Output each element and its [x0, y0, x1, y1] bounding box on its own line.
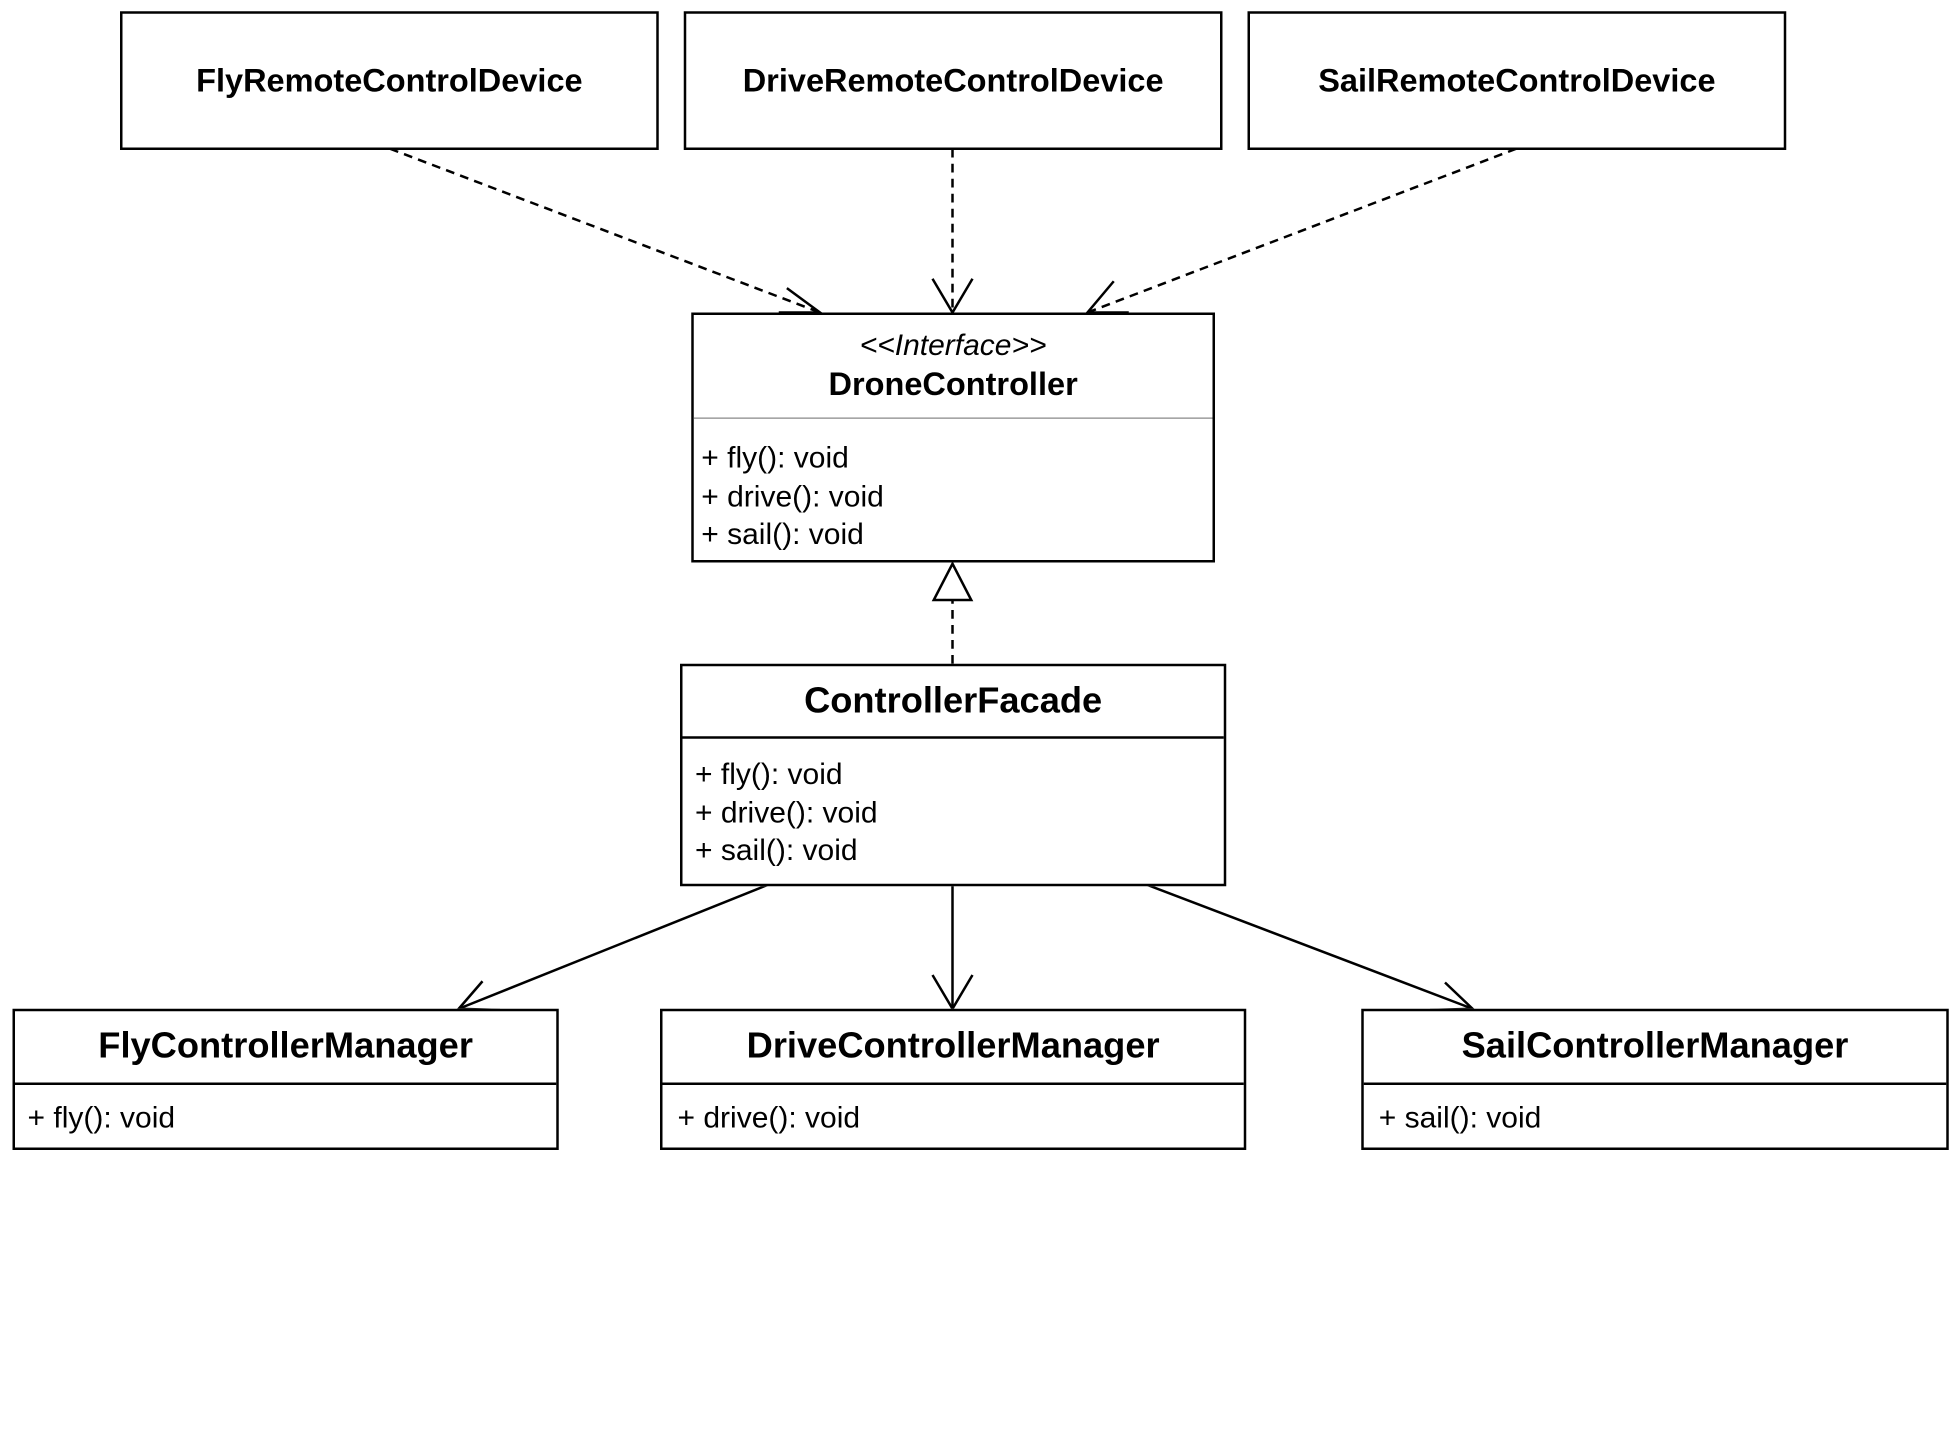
method-list: + fly(): void + drive(): void + sail(): …	[694, 419, 1213, 555]
method-item: + drive(): void	[677, 1101, 861, 1135]
method-item: + fly(): void	[27, 1101, 176, 1135]
class-name: DriveRemoteControlDevice	[742, 61, 1164, 99]
dependency-arrow-fly-device	[389, 147, 824, 314]
association-arrow-sail-manager	[1147, 883, 1476, 1012]
class-box-fly-remote-control-device: FlyRemoteControlDevice	[120, 11, 659, 150]
class-box-fly-controller-manager: FlyControllerManager + fly(): void	[12, 1008, 559, 1150]
class-name: SailControllerManager	[1363, 1011, 1947, 1085]
class-name: FlyRemoteControlDevice	[196, 61, 583, 99]
connectors-layer	[389, 147, 1517, 1012]
method-item: + fly(): void	[695, 757, 843, 792]
class-box-drive-controller-manager: DriveControllerManager + drive(): void	[660, 1008, 1247, 1150]
realization-arrow	[931, 561, 974, 664]
class-box-sail-controller-manager: SailControllerManager + sail(): void	[1361, 1008, 1949, 1150]
dependency-arrow-sail-device	[1084, 147, 1517, 314]
class-name: FlyControllerManager	[15, 1011, 557, 1085]
method-item: + sail(): void	[701, 517, 864, 552]
class-name: ControllerFacade	[682, 666, 1224, 739]
method-list: + fly(): void + drive(): void + sail(): …	[683, 739, 1224, 871]
interface-name: DroneController	[828, 365, 1078, 403]
stereotype-label: <<Interface>>	[859, 328, 1047, 363]
method-list: + fly(): void	[15, 1085, 556, 1138]
method-item: + drive(): void	[695, 795, 878, 830]
class-box-controller-facade: ControllerFacade + fly(): void + drive()…	[680, 663, 1227, 887]
class-box-drive-remote-control-device: DriveRemoteControlDevice	[683, 11, 1223, 150]
association-arrow-drive-manager	[931, 885, 974, 1012]
class-name: SailRemoteControlDevice	[1318, 61, 1716, 99]
class-box-sail-remote-control-device: SailRemoteControlDevice	[1247, 11, 1787, 150]
dependency-arrow-drive-device	[931, 148, 974, 315]
interface-header: <<Interface>> DroneController	[693, 315, 1213, 419]
method-list: + drive(): void	[663, 1085, 1244, 1138]
method-item: + fly(): void	[701, 441, 849, 475]
interface-box-drone-controller: <<Interface>> DroneController + fly(): v…	[691, 312, 1215, 563]
association-arrow-fly-manager	[456, 883, 768, 1012]
method-item: + sail(): void	[1378, 1101, 1542, 1135]
method-list: + sail(): void	[1364, 1085, 1947, 1138]
class-name: DriveControllerManager	[662, 1011, 1244, 1085]
method-item: + drive(): void	[701, 479, 884, 514]
method-item: + sail(): void	[695, 833, 858, 868]
